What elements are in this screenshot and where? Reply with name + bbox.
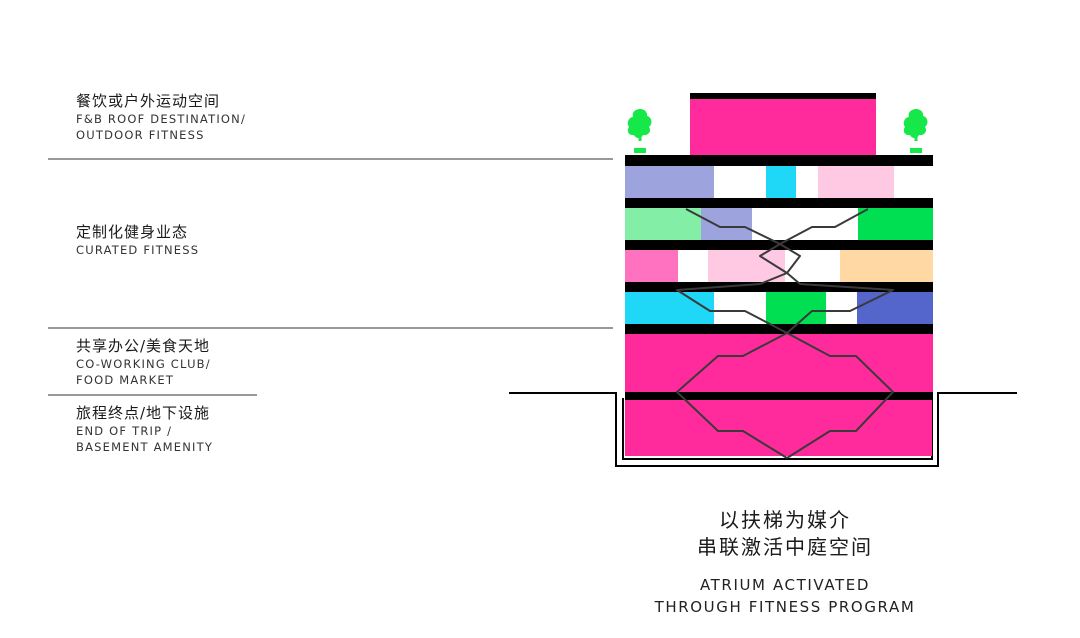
label-basement-en: END OF TRIP / BASEMENT AMENITY bbox=[76, 424, 214, 454]
slab-ground bbox=[625, 392, 933, 400]
pavilion-block bbox=[690, 99, 876, 155]
label-basement-cn: 旅程终点/地下设施 bbox=[76, 404, 211, 422]
label-roof-cn: 餐饮或户外运动空间 bbox=[76, 92, 221, 110]
program-block bbox=[625, 166, 714, 198]
basement-program bbox=[625, 400, 932, 456]
program-block bbox=[708, 250, 785, 282]
escalator-path-left bbox=[676, 208, 788, 459]
leader-lines bbox=[48, 158, 613, 396]
tree-icon bbox=[627, 108, 652, 153]
label-coworking-en: CO-WORKING CLUB/ FOOD MARKET bbox=[76, 357, 211, 387]
escalator-paths bbox=[676, 208, 894, 459]
label-coworking: 共享办公/美食天地 CO-WORKING CLUB/ FOOD MARKET bbox=[76, 336, 211, 388]
floor-3-program bbox=[625, 250, 933, 282]
program-block bbox=[625, 250, 678, 282]
label-fitness: 定制化健身业态 CURATED FITNESS bbox=[76, 222, 199, 258]
tree-icon bbox=[903, 108, 928, 153]
escalator-path-right bbox=[779, 208, 894, 459]
program-block bbox=[625, 208, 701, 240]
floor-5-program bbox=[625, 166, 894, 198]
program-block bbox=[766, 292, 826, 324]
label-fitness-cn: 定制化健身业态 bbox=[76, 223, 189, 241]
label-roof-en: F&B ROOF DESTINATION/ OUTDOOR FITNESS bbox=[76, 112, 247, 142]
caption-cn: 以扶梯为媒介 串联激活中庭空间 bbox=[697, 508, 873, 559]
program-block bbox=[840, 250, 933, 282]
pavilion-roof-slab bbox=[690, 93, 876, 99]
ground-line-left bbox=[509, 392, 1017, 467]
program-block bbox=[858, 208, 933, 240]
label-fitness-en: CURATED FITNESS bbox=[76, 243, 200, 257]
ground-floor-program bbox=[625, 334, 933, 392]
program-block bbox=[818, 166, 894, 198]
program-block bbox=[766, 166, 796, 198]
diagram-caption: 以扶梯为媒介 串联激活中庭空间 ATRIUM ACTIVATED THROUGH… bbox=[560, 507, 1010, 618]
slab bbox=[625, 282, 933, 292]
floor-4-program bbox=[625, 208, 933, 240]
floor-2-program bbox=[625, 292, 933, 324]
caption-en: ATRIUM ACTIVATED THROUGH FITNESS PROGRAM bbox=[654, 576, 916, 616]
program-block bbox=[625, 292, 714, 324]
program-block bbox=[701, 208, 752, 240]
label-basement: 旅程终点/地下设施 END OF TRIP / BASEMENT AMENITY bbox=[76, 403, 213, 455]
label-roof: 餐饮或户外运动空间 F&B ROOF DESTINATION/ OUTDOOR … bbox=[76, 91, 246, 143]
label-coworking-cn: 共享办公/美食天地 bbox=[76, 337, 211, 355]
slab-roof bbox=[625, 155, 933, 166]
rooftop-pavilion bbox=[690, 93, 876, 155]
slab bbox=[625, 198, 933, 208]
program-block bbox=[857, 292, 933, 324]
